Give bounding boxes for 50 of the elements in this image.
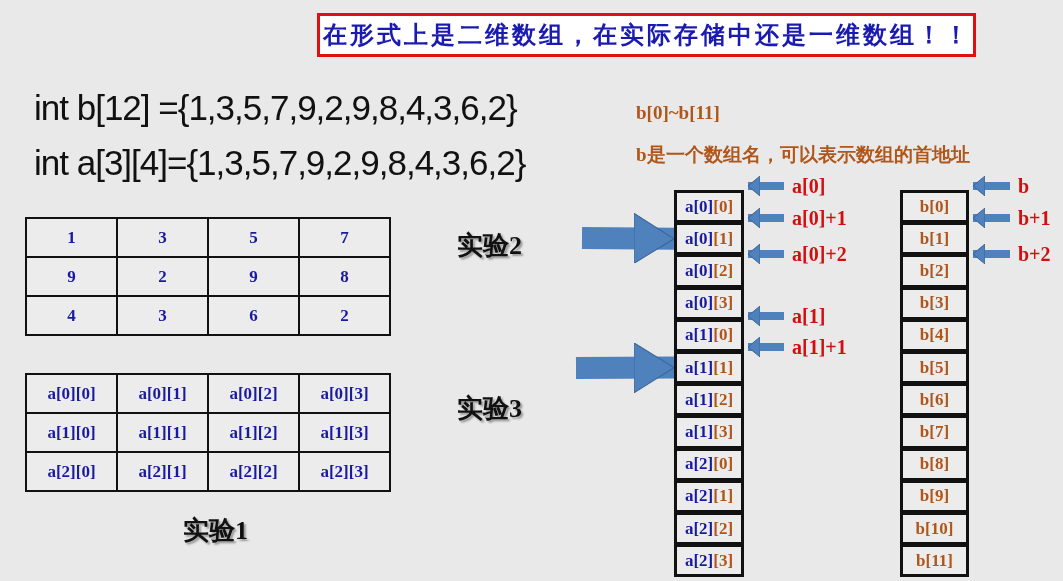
memory-cell: b[10] [900,512,969,546]
table-cell: 4 [25,295,118,336]
pointer-label: b+2 [1018,240,1051,268]
note-text: b[0]~b[11] [636,102,720,124]
memory-cell: b[2] [900,254,969,288]
memory-cell: b[9] [900,479,969,513]
experiment-label: 实验2 [457,230,522,262]
code-line: int b[12] ={1,3,5,7,9,2,9,8,4,3,6,2} [34,88,517,128]
memory-cell: a[1][3] [674,415,744,449]
memory-cell: a[0][0] [674,190,744,224]
table-cell: 1 [25,217,118,258]
memory-cell: b[0] [900,190,969,224]
pointer-label: a[0]+2 [792,240,847,268]
note-banner: 在形式上是二维数组，在实际存储中还是一维数组！！ [317,13,976,57]
table-cell: 2 [298,295,391,336]
table-cell: a[0][0] [25,373,118,414]
memory-cell: a[1][2] [674,383,744,417]
memory-cell: a[0][2] [674,254,744,288]
pointer-label: a[1]+1 [792,333,847,361]
pointer-label: a[0] [792,172,826,200]
memory-cell: a[1][0] [674,318,744,352]
pointer-label: a[0]+1 [792,204,847,232]
memory-cell: b[7] [900,415,969,449]
memory-cell: b[1] [900,222,969,256]
memory-cell: b[8] [900,447,969,481]
pointer-label: b+1 [1018,204,1051,232]
block-arrow [581,212,675,264]
memory-cell: a[0][3] [674,286,744,320]
note-text: b是一个数组名，可以表示数组的首地址 [636,143,970,167]
memory-cell: b[6] [900,383,969,417]
memory-cell: b[5] [900,351,969,385]
table-cell: a[2][3] [298,451,391,492]
experiment-label: 实验3 [457,393,522,425]
memory-cell: a[1][1] [674,351,744,385]
pointer-label: b [1018,172,1030,200]
memory-cell: a[2][0] [674,447,744,481]
memory-cell: a[2][1] [674,479,744,513]
block-arrow [575,342,675,394]
table-cell: 7 [298,217,391,258]
table-cell: a[0][3] [298,373,391,414]
memory-cell: b[3] [900,286,969,320]
pointer-label: a[1] [792,302,826,330]
experiment-label: 实验1 [183,515,248,547]
memory-cell: b[11] [900,544,969,578]
memory-cell: a[2][2] [674,512,744,546]
memory-cell: a[2][3] [674,544,744,578]
memory-cell: a[0][1] [674,222,744,256]
memory-cell: b[4] [900,318,969,352]
code-line: int a[3][4]={1,3,5,7,9,2,9,8,4,3,6,2} [34,143,526,183]
table-cell: a[2][0] [25,451,118,492]
